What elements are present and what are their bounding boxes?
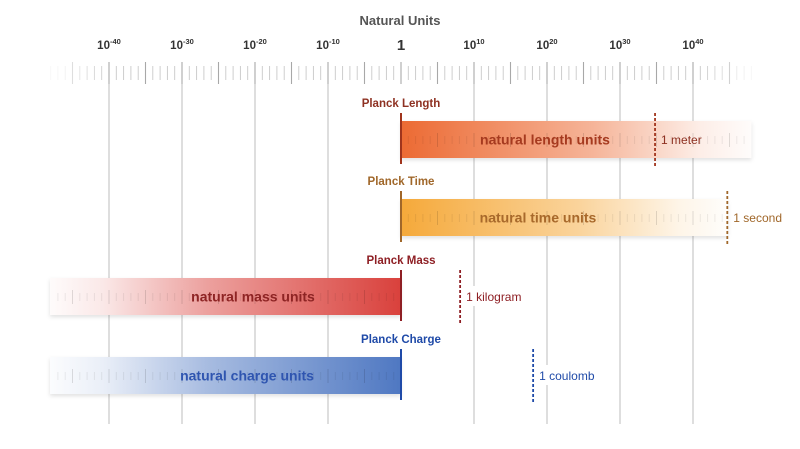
planck-label: Planck Length [362,98,441,110]
tick-label-base: 10 [316,40,329,52]
tick-label: 1 [397,37,405,54]
unit-rows: natural length units Planck Length 1 meter… [50,98,782,402]
tick-label: 10-10 [316,37,340,52]
reference-label: 1 meter [661,133,702,147]
row-charge: natural charge units Planck Charge 1 coulo… [50,334,597,402]
tick-label: 1020 [536,37,557,52]
tick-label-exponent: -30 [183,37,194,46]
tick-label: 10-20 [243,37,267,52]
row-length: natural length units Planck Length 1 meter [362,98,752,166]
tick-label-base: 10 [463,40,476,52]
bar-label: natural length units [480,132,610,148]
tick-label-exponent: -40 [110,37,121,46]
tick-label: 10-40 [97,37,121,52]
tick-label-base: 10 [536,40,549,52]
tick-label-base: 10 [682,40,695,52]
bar-mass [50,278,401,315]
diagram-title: Natural Units [360,13,441,28]
tick-label: 1030 [609,37,630,52]
planck-label: Planck Time [368,176,435,188]
tick-label-exponent: 30 [622,37,630,46]
row-time: natural time units Planck Time 1 second [368,176,782,244]
bar-label: natural mass units [191,289,315,305]
tick-label-base: 10 [170,40,183,52]
bar-label: natural time units [480,210,597,226]
reference-label: 1 kilogram [466,290,521,304]
reference-label-backdrop [536,365,597,385]
tick-label-exponent: 40 [695,37,703,46]
planck-label: Planck Mass [366,255,435,267]
tick-label-exponent: 20 [549,37,557,46]
planck-label: Planck Charge [361,334,441,346]
bar-time [401,199,728,236]
reference-label: 1 second [733,211,782,225]
bar-length [401,121,752,158]
tick-label: 1010 [463,37,484,52]
tick-label: 1040 [682,37,703,52]
bar-charge [50,357,401,394]
row-mass: natural mass units Planck Mass 1 kilogram [50,255,524,323]
tick-label: 10-30 [170,37,194,52]
tick-label-base: 10 [243,40,256,52]
reference-label: 1 coulomb [539,369,595,383]
tick-label-base: 1 [397,37,405,54]
tick-label-base: 10 [97,40,110,52]
tick-label-exponent: -20 [256,37,267,46]
tick-label-base: 10 [609,40,622,52]
tick-label-exponent: -10 [329,37,340,46]
bar-label: natural charge units [180,368,314,384]
tick-label-exponent: 10 [476,37,484,46]
reference-label-backdrop [463,286,524,306]
log-ruler [50,62,752,84]
